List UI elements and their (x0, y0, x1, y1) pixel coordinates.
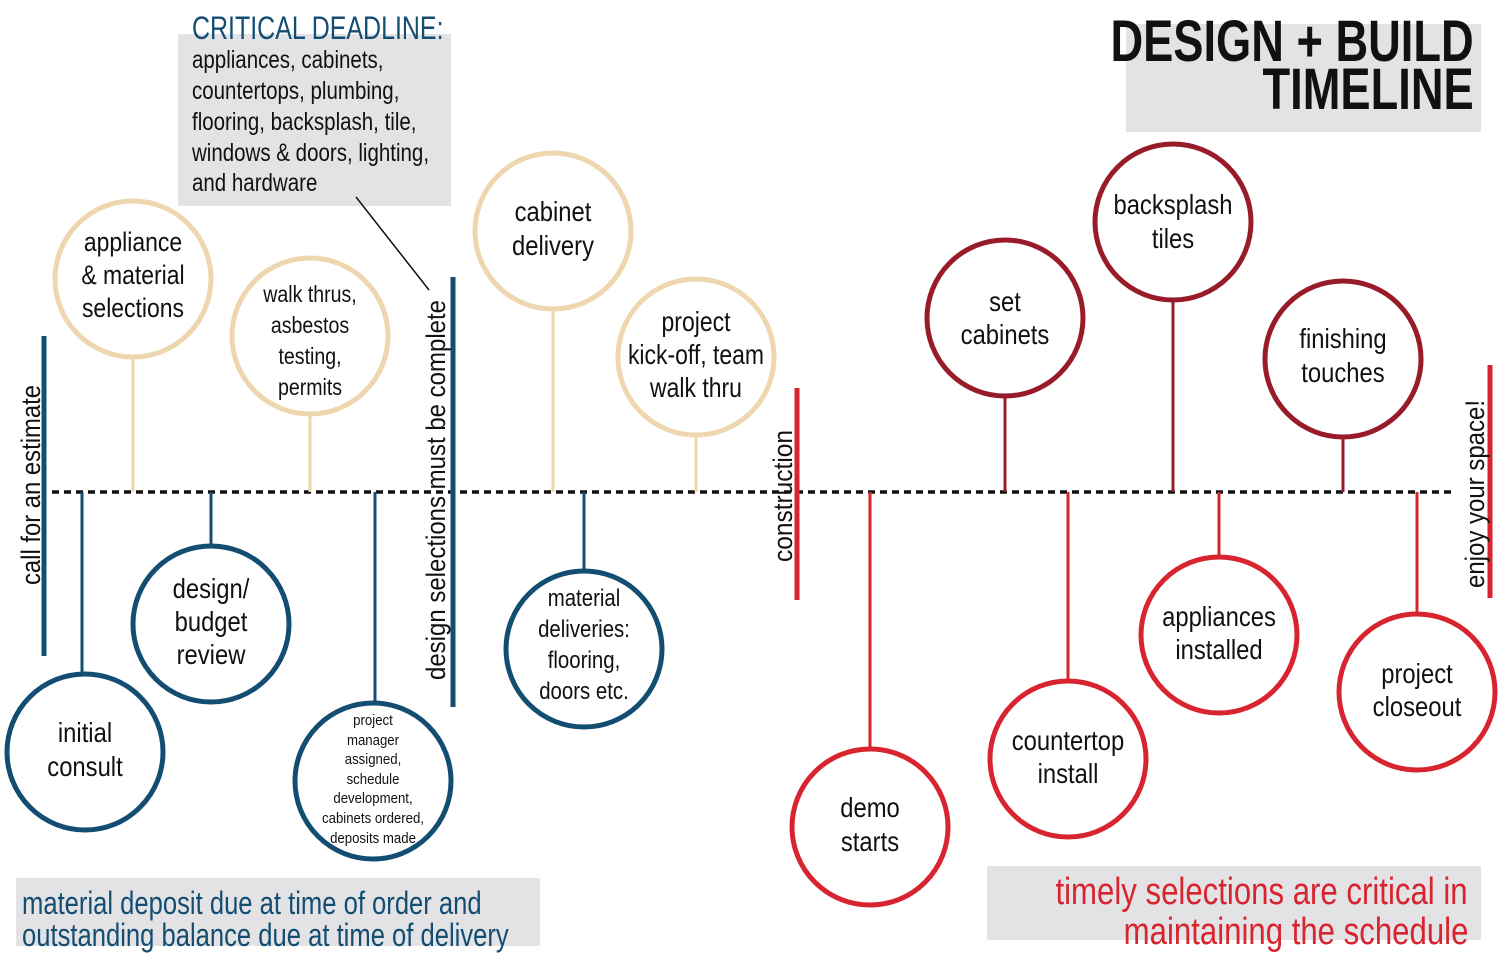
circle-walk-thrus (229, 255, 391, 417)
step-line: appliances (1162, 601, 1276, 632)
step-line: budget (174, 606, 248, 637)
title-box (1126, 24, 1481, 132)
step-line: & material (81, 260, 185, 290)
step-line: flooring, (547, 647, 621, 674)
timely-note-box (987, 866, 1481, 940)
step-line: tiles (1151, 223, 1195, 254)
construction-label: construction (768, 430, 798, 562)
step-line: set (989, 286, 1021, 317)
step-design-review: design/ budget review (136, 572, 286, 671)
circle-kickoff (615, 276, 777, 438)
circle-design-review (130, 543, 292, 705)
step-line: review (176, 639, 246, 670)
step-line: walk thrus, (263, 281, 357, 307)
step-pm-assigned: project manager assigned, schedule devel… (298, 711, 448, 848)
critical-deadline-line: windows & doors, lighting, (192, 139, 430, 167)
circle-demo (789, 746, 951, 908)
critical-deadline-line: flooring, backsplash, tile, (192, 108, 417, 136)
step-line: project (661, 306, 731, 337)
step-line: cabinet (514, 196, 592, 227)
step-line: deliveries: (538, 616, 630, 643)
circle-set-cabinets (924, 237, 1086, 399)
step-line: finishing (1299, 323, 1387, 354)
step-line: material (547, 585, 621, 612)
deposit-note-line: outstanding balance due at time of deliv… (22, 917, 509, 953)
critical-deadline-pointer (355, 196, 430, 291)
step-line: closeout (1372, 691, 1462, 722)
circle-countertop (987, 678, 1149, 840)
critical-deadline-heading: CRITICAL DEADLINE: (192, 10, 444, 46)
step-line: permits (277, 374, 343, 400)
step-line: appliance (83, 227, 183, 257)
circle-initial-consult (4, 671, 166, 833)
step-line: design/ (172, 573, 250, 604)
step-kickoff: project kick-off, team walk thru (610, 305, 782, 404)
step-line: kick-off, team (627, 339, 765, 370)
step-demo: demo starts (795, 791, 945, 859)
step-line: schedule (346, 770, 400, 788)
step-initial-consult: initial consult (10, 716, 160, 784)
step-line: cabinets (960, 319, 1050, 350)
step-set-cabinets: set cabinets (930, 285, 1080, 351)
step-line: initial (57, 717, 113, 748)
step-line: development, (333, 790, 413, 808)
circle-pm-assigned (292, 700, 454, 862)
step-line: delivery (511, 230, 594, 261)
timely-note-line: timely selections are critical in (1055, 871, 1468, 913)
circle-material-deliveries (503, 568, 665, 730)
title-line-1: DESIGN + BUILD (1110, 9, 1474, 74)
step-line: selections (81, 293, 185, 323)
estimate-label: call for an estimate (16, 385, 46, 585)
step-line: touches (1301, 357, 1385, 388)
step-line: cabinets ordered, (322, 809, 424, 827)
step-line: asbestos (270, 312, 350, 338)
critical-deadline-line: countertops, plumbing, (192, 77, 400, 105)
step-line: doors etc. (539, 678, 629, 705)
circle-appliance-selections (52, 198, 214, 360)
step-line: installed (1175, 634, 1263, 665)
milestone-circles (4, 141, 1498, 908)
step-walk-thrus: walk thrus, asbestos testing, permits (235, 279, 385, 403)
step-line: project (353, 712, 393, 729)
step-closeout: project closeout (1342, 657, 1492, 723)
circle-backsplash (1092, 141, 1254, 303)
step-line: install (1037, 758, 1099, 789)
stems (80, 300, 1419, 749)
step-line: deposits made (330, 829, 416, 847)
critical-deadline-line: and hardware (192, 169, 318, 197)
step-line: manager (346, 731, 400, 749)
step-appliances-installed: appliances installed (1144, 600, 1294, 666)
step-line: assigned, (344, 751, 402, 769)
timely-note-line: maintaining the schedule (1123, 911, 1468, 953)
deposit-note-box (16, 878, 540, 946)
circle-cabinet-delivery (472, 150, 634, 312)
circle-finishing (1262, 278, 1424, 440)
deposit-note-line: material deposit due at time of order an… (22, 885, 482, 921)
step-appliance-selections: appliance & material selections (58, 226, 208, 325)
enjoy-label: enjoy your space! (1460, 400, 1490, 588)
step-line: demo (840, 792, 900, 823)
step-line: testing, (278, 343, 342, 369)
step-cabinet-delivery: cabinet delivery (478, 195, 628, 263)
circle-appliances-installed (1138, 554, 1300, 716)
design-selections-label: design selections must be complete (421, 300, 451, 680)
step-line: walk thru (650, 372, 742, 403)
circle-closeout (1336, 611, 1498, 773)
critical-deadline-line: appliances, cabinets, (192, 46, 384, 74)
step-finishing: finishing touches (1268, 322, 1418, 390)
step-line: backsplash (1113, 189, 1233, 220)
step-line: starts (840, 826, 900, 857)
step-line: countertop (1011, 725, 1125, 756)
critical-deadline-box (178, 34, 451, 206)
step-backsplash: backsplash tiles (1098, 188, 1248, 256)
step-line: project (1381, 658, 1453, 689)
title-line-2: TIMELINE (1262, 57, 1474, 122)
step-line: consult (47, 751, 123, 782)
step-countertop: countertop install (993, 724, 1143, 790)
step-material-deliveries: material deliveries: flooring, doors etc… (509, 583, 659, 707)
